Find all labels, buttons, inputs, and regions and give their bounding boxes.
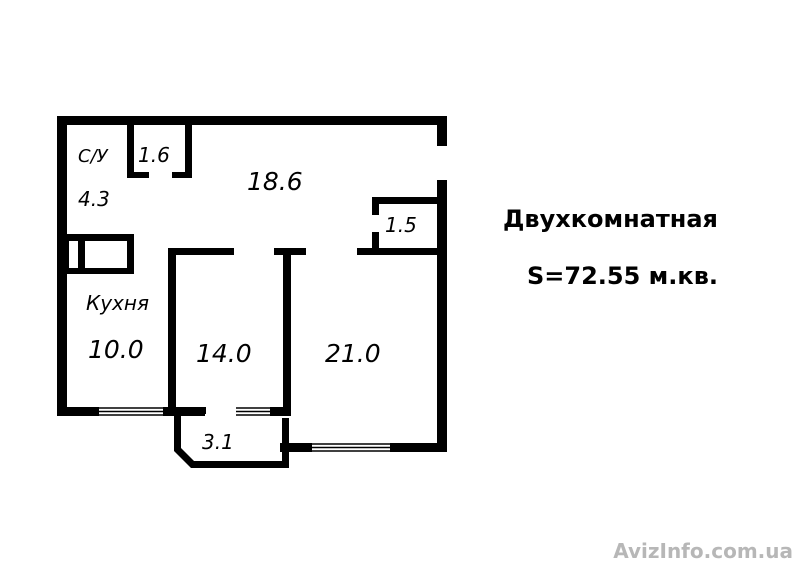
wall-bathroom-toilet: [127, 116, 134, 178]
toilet-area: 1.6: [138, 143, 170, 167]
kitchen-name: Кухня: [86, 291, 149, 315]
window-kitchen: [99, 407, 163, 416]
outer-wall-bottom-living-right: [390, 443, 447, 452]
wall-balcony-divider-left: [176, 407, 206, 414]
wall-kitchen-niche: [127, 234, 134, 274]
wall-bedroom-top: [168, 248, 234, 255]
watermark: AvizInfo.com.ua: [613, 539, 793, 563]
bedroom-area: 14.0: [196, 339, 252, 368]
wall-niche-bottom: [67, 268, 134, 274]
outer-wall-bottom-bedroom: [270, 407, 290, 416]
bathroom-area: 4.3: [78, 187, 110, 211]
wall-bathroom-bottom: [67, 234, 134, 241]
bathroom-name: С/У: [78, 146, 109, 167]
total-area: S=72.55 м.кв.: [527, 262, 718, 290]
wall-closet-left-top: [372, 197, 379, 215]
wall-toilet-bottom-right: [172, 172, 192, 178]
kitchen-area: 10.0: [88, 335, 144, 364]
window-bedroom: [236, 407, 270, 416]
closet-area: 1.5: [385, 213, 417, 237]
wall-closet-left-bottom: [372, 232, 379, 255]
wall-closet-top: [372, 197, 447, 204]
outer-wall-left: [57, 116, 67, 416]
wall-niche-divider: [78, 240, 85, 274]
outer-wall-right: [437, 180, 447, 452]
balcony-area: 3.1: [202, 430, 234, 454]
apartment-type: Двухкомнатная: [503, 205, 718, 233]
hall-area: 18.6: [247, 167, 303, 196]
window-living: [312, 443, 390, 452]
wall-bedroom-living: [283, 248, 291, 416]
outer-wall-bottom-living-left: [280, 443, 312, 452]
living-area: 21.0: [325, 339, 381, 368]
wall-kitchen-bedroom: [168, 248, 176, 416]
wall-living-top: [357, 248, 447, 255]
outer-wall-bottom-kitchen-left: [57, 407, 99, 416]
wall-toilet-bottom-left: [127, 172, 149, 178]
outer-wall-top: [57, 116, 447, 125]
outer-wall-right-top: [437, 116, 447, 146]
wall-toilet-right: [185, 116, 192, 178]
balcony-outline: [174, 412, 289, 468]
